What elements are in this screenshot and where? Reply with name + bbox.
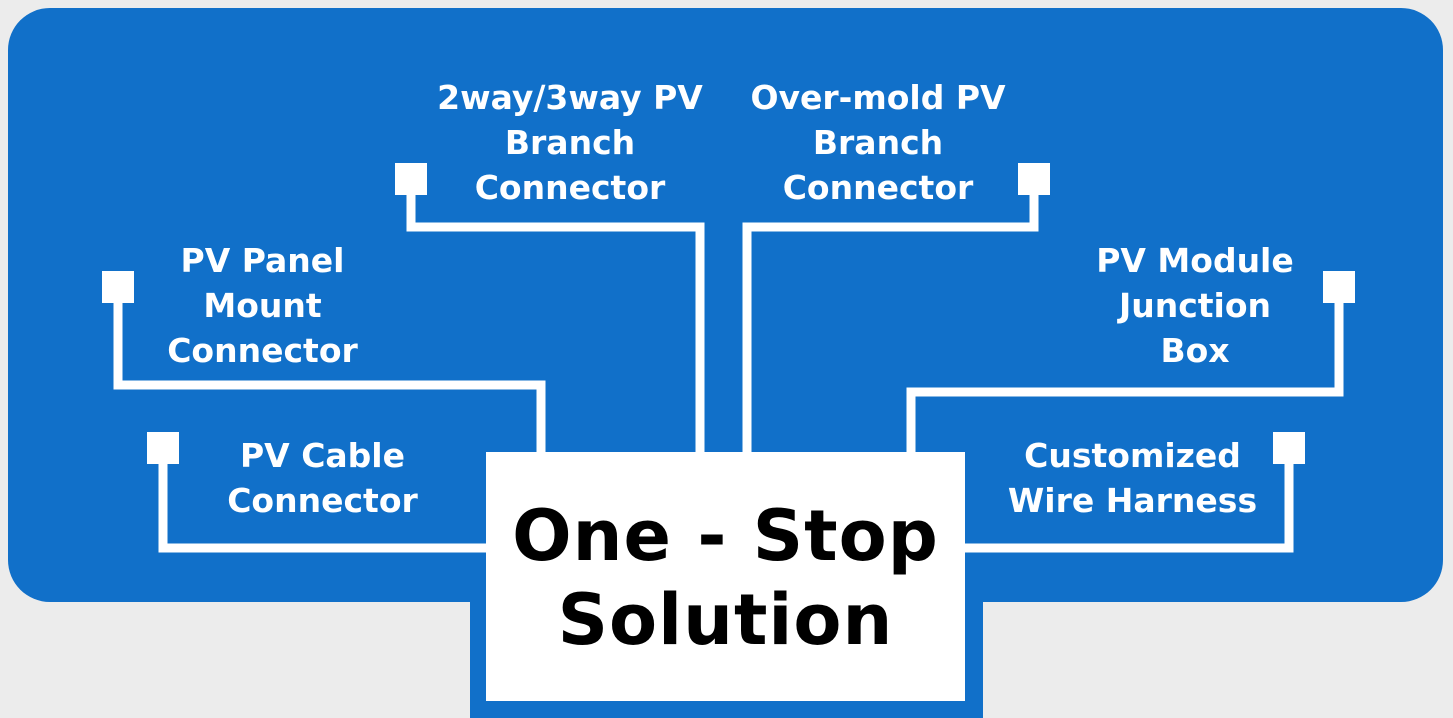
label-pv-cable-connector: PV Cable Connector xyxy=(227,436,418,520)
center-box: One - Stop Solution xyxy=(486,452,965,701)
terminal-square-junction-box xyxy=(1323,271,1355,303)
line-branch-connector xyxy=(406,185,705,455)
line-pv-panel-mount xyxy=(113,295,546,455)
terminal-square-pv-cable xyxy=(147,432,179,464)
line-overmold-branch xyxy=(742,185,1039,455)
label-overmold-branch-connector: Over-mold PV Branch Connector xyxy=(750,78,1006,207)
line-wire-harness xyxy=(963,450,1294,553)
terminal-square-overmold-branch xyxy=(1018,163,1050,195)
label-branch-connector: 2way/3way PV Branch Connector xyxy=(437,78,703,207)
terminal-square-pv-panel-mount xyxy=(102,271,134,303)
label-customized-wire-harness: Customized Wire Harness xyxy=(1007,436,1258,520)
line-pv-cable xyxy=(158,450,488,553)
center-title: One - Stop Solution xyxy=(512,495,939,661)
line-junction-box xyxy=(906,295,1344,455)
terminal-square-branch-connector xyxy=(395,163,427,195)
terminal-square-wire-harness xyxy=(1273,432,1305,464)
label-pv-module-junction-box: PV Module Junction Box xyxy=(1096,241,1294,370)
label-pv-panel-mount-connector: PV Panel Mount Connector xyxy=(167,241,358,370)
